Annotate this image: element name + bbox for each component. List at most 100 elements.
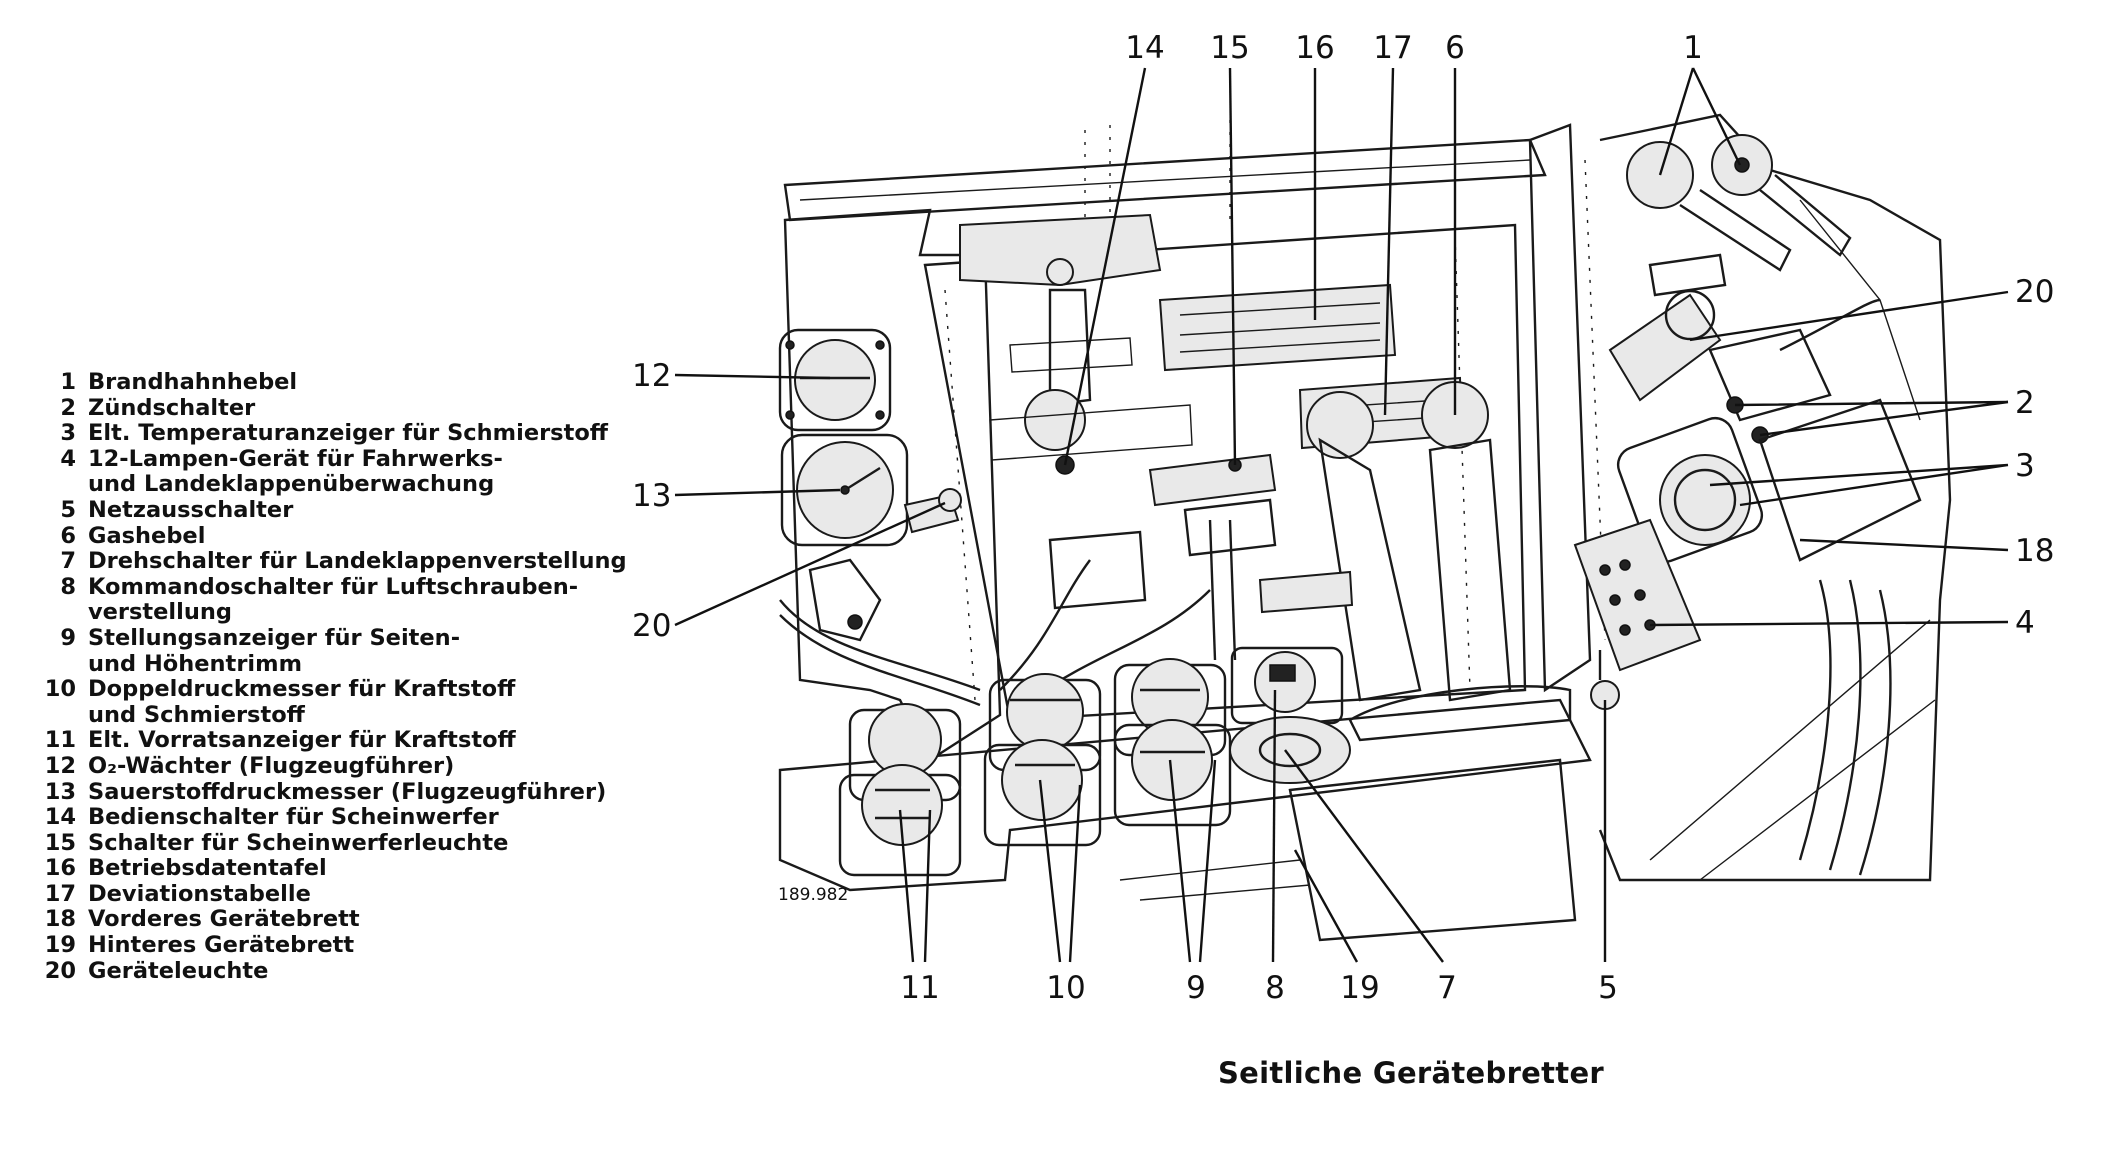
legend-text: Betriebsdatentafel: [88, 855, 327, 882]
oxygen-pressure-gauge: [780, 433, 909, 547]
legend-item: 5 Netzausschalter: [40, 496, 640, 524]
legend-number: 16: [44, 855, 76, 882]
callout-16: 16: [1295, 30, 1334, 66]
callout-2: 2: [2015, 385, 2035, 421]
legend-item: 18 Vorderes Gerätebrett: [40, 907, 640, 933]
legend-number: 12: [44, 752, 76, 779]
callout-18: 18: [2015, 533, 2054, 569]
legend-item: 7 Drehschalter für Landeklappenverstellun…: [40, 549, 640, 575]
twelve-lamp-panel: [1573, 518, 1702, 672]
operating-data-plate: [1158, 283, 1397, 372]
callout-8: 8: [1265, 970, 1285, 1006]
figure-caption: Seitliche Gerätebretter: [1218, 1056, 1605, 1090]
flap-rotary-switch: [1229, 716, 1351, 784]
callout-20-left: 20: [632, 608, 671, 644]
legend-item: 19 Hinteres Gerätebrett: [40, 932, 640, 959]
legend-item: verstellung: [40, 600, 640, 626]
legend-item: 6 Gashebel: [40, 522, 640, 550]
legend-text: Schalter für Scheinwerferleuchte: [88, 829, 509, 856]
legend-text: Stellungsanzeiger für Seiten-: [88, 624, 461, 651]
legend-number: 5: [60, 496, 76, 523]
legend-item: 16 Betriebsdatentafel: [40, 856, 640, 882]
callout-15: 15: [1210, 30, 1249, 66]
legend-item: und Landeklappenüberwachung: [40, 472, 640, 498]
legend-text: Netzausschalter: [88, 496, 294, 523]
legend-number: 9: [60, 624, 76, 651]
placard: [1258, 570, 1354, 614]
legend-number: 14: [44, 804, 76, 831]
callout-20-right: 20: [2015, 274, 2054, 310]
legend-text: und Höhentrimm: [88, 650, 303, 677]
callout-5: 5: [1598, 970, 1618, 1006]
callout-9: 9: [1186, 970, 1206, 1006]
front-instrument-panel: [1758, 398, 1922, 562]
cable: [1779, 298, 1881, 352]
legend-number: 6: [60, 522, 76, 549]
legend-text: Vorderes Gerätebrett: [88, 906, 360, 933]
headlight-switch-lever: [959, 213, 1193, 475]
legend-number: 18: [44, 906, 76, 933]
legend-text: Kommandoschalter für Luftschrauben-: [88, 573, 579, 600]
legend-text: Doppeldruckmesser für Kraftstoff: [88, 676, 516, 703]
legend-text: verstellung: [88, 599, 232, 626]
legend-text: Hinteres Gerätebrett: [88, 932, 355, 959]
callout-1: 1: [1683, 30, 1703, 66]
callout-17: 17: [1373, 30, 1412, 66]
legend-number: 2: [60, 394, 76, 421]
legend-text: Elt. Temperaturanzeiger für Schmierstoff: [88, 420, 609, 447]
drawing-number: 189.982: [778, 885, 848, 905]
legend-item: 8 Kommandoschalter für Luftschrauben-: [40, 573, 640, 601]
legend-number: 17: [44, 880, 76, 907]
legend-item: 15 Schalter für Scheinwerferleuchte: [40, 829, 640, 857]
legend-text: Drehschalter für Landeklappenverstellung: [88, 548, 627, 575]
legend-text: 12-Lampen-Gerät für Fahrwerks-: [88, 445, 503, 472]
ignition-switches: [1708, 328, 1832, 444]
callout-10: 10: [1046, 970, 1085, 1006]
legend-number: 4: [60, 445, 76, 472]
legend-number: 10: [44, 676, 76, 703]
callout-3: 3: [2015, 448, 2035, 484]
legend-number: 19: [44, 932, 76, 959]
propeller-command-switch: [1230, 646, 1344, 725]
legend-text: und Schmierstoff: [88, 701, 305, 728]
legend-number: 8: [60, 573, 76, 600]
legend-item: 2 Zündschalter: [40, 394, 640, 422]
legend-number: 13: [44, 778, 76, 805]
junction-box: [1048, 530, 1147, 610]
legend-item: 4 12-Lampen-Gerät für Fahrwerks-: [40, 445, 640, 473]
oxygen-flow-indicator: [778, 328, 892, 432]
legend-item: 12 O₂-Wächter (Flugzeugführer): [40, 752, 640, 780]
fuel-oil-pressure-gauges: [983, 673, 1102, 847]
legend-text: Zündschalter: [88, 394, 256, 421]
legend-item: 3 Elt. Temperaturanzeiger für Schmierstof…: [40, 421, 640, 447]
master-switch: [1590, 650, 1620, 710]
callout-14: 14: [1125, 30, 1164, 66]
legend-text: Gashebel: [88, 522, 206, 549]
trim-position-indicators: [1113, 658, 1232, 827]
legend-item: 9 Stellungsanzeiger für Seiten-: [40, 624, 640, 652]
oil-temperature-gauge: [1616, 416, 1764, 564]
legend-text: O₂-Wächter (Flugzeugführer): [88, 752, 455, 779]
headlight-lamp-switch: [1148, 453, 1277, 507]
callout-19: 19: [1340, 970, 1379, 1006]
legend-item: und Höhentrimm: [40, 650, 640, 678]
fuel-cock-levers: [1626, 134, 1852, 272]
legend-number: 11: [44, 727, 76, 754]
legend-number: 3: [60, 420, 76, 447]
callout-4: 4: [2015, 605, 2035, 641]
legend-number: 15: [44, 829, 76, 856]
legend-item: 10 Doppeldruckmesser für Kraftstoff: [40, 677, 640, 703]
legend-number: 1: [60, 369, 76, 395]
callout-leaders: [674, 67, 2009, 963]
legend-number: 7: [60, 548, 76, 575]
legend-item: und Schmierstoff: [40, 701, 640, 729]
callout-7: 7: [1437, 970, 1457, 1006]
throttle-lever: [1306, 381, 1572, 742]
